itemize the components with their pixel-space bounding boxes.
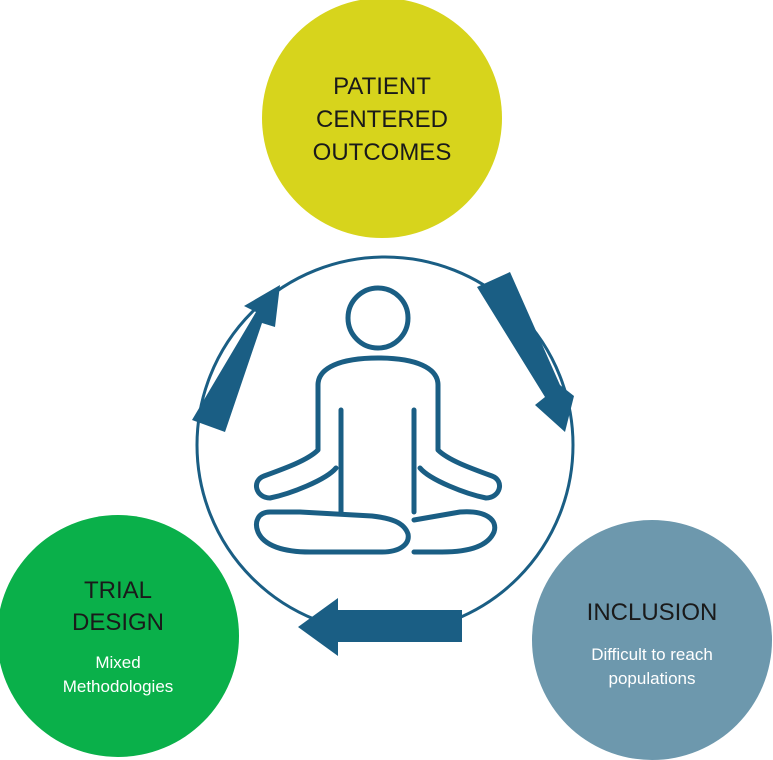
left-node-circle xyxy=(0,515,239,757)
top-node-title-line-3: OUTCOMES xyxy=(313,139,452,166)
cycle-arrows xyxy=(192,272,574,656)
meditation-person-icon xyxy=(254,285,502,555)
right-node-subtitle-line-1: Difficult to reach xyxy=(591,645,713,664)
left-node-title-line-1: TRIAL xyxy=(84,577,152,604)
arrow-top-to-right xyxy=(477,272,574,432)
arrow-right-to-left xyxy=(298,598,462,656)
left-node-subtitle-line-1: Mixed xyxy=(95,653,140,672)
right-node-subtitle-line-2: populations xyxy=(609,669,696,688)
node-trial-design: TRIAL DESIGN Mixed Methodologies xyxy=(0,515,239,757)
top-node-circle xyxy=(262,0,502,238)
right-node-title-line-1: INCLUSION xyxy=(587,599,718,626)
left-node-subtitle-line-2: Methodologies xyxy=(63,677,174,696)
top-node-title-line-1: PATIENT xyxy=(333,73,431,100)
left-node-title-line-2: DESIGN xyxy=(72,609,164,636)
top-node-title-line-2: CENTERED xyxy=(316,106,448,133)
node-inclusion: INCLUSION Difficult to reach populations xyxy=(532,520,772,760)
node-patient-centered-outcomes: PATIENT CENTERED OUTCOMES xyxy=(262,0,502,238)
arrow-left-to-top xyxy=(192,285,280,432)
right-node-circle xyxy=(532,520,772,760)
